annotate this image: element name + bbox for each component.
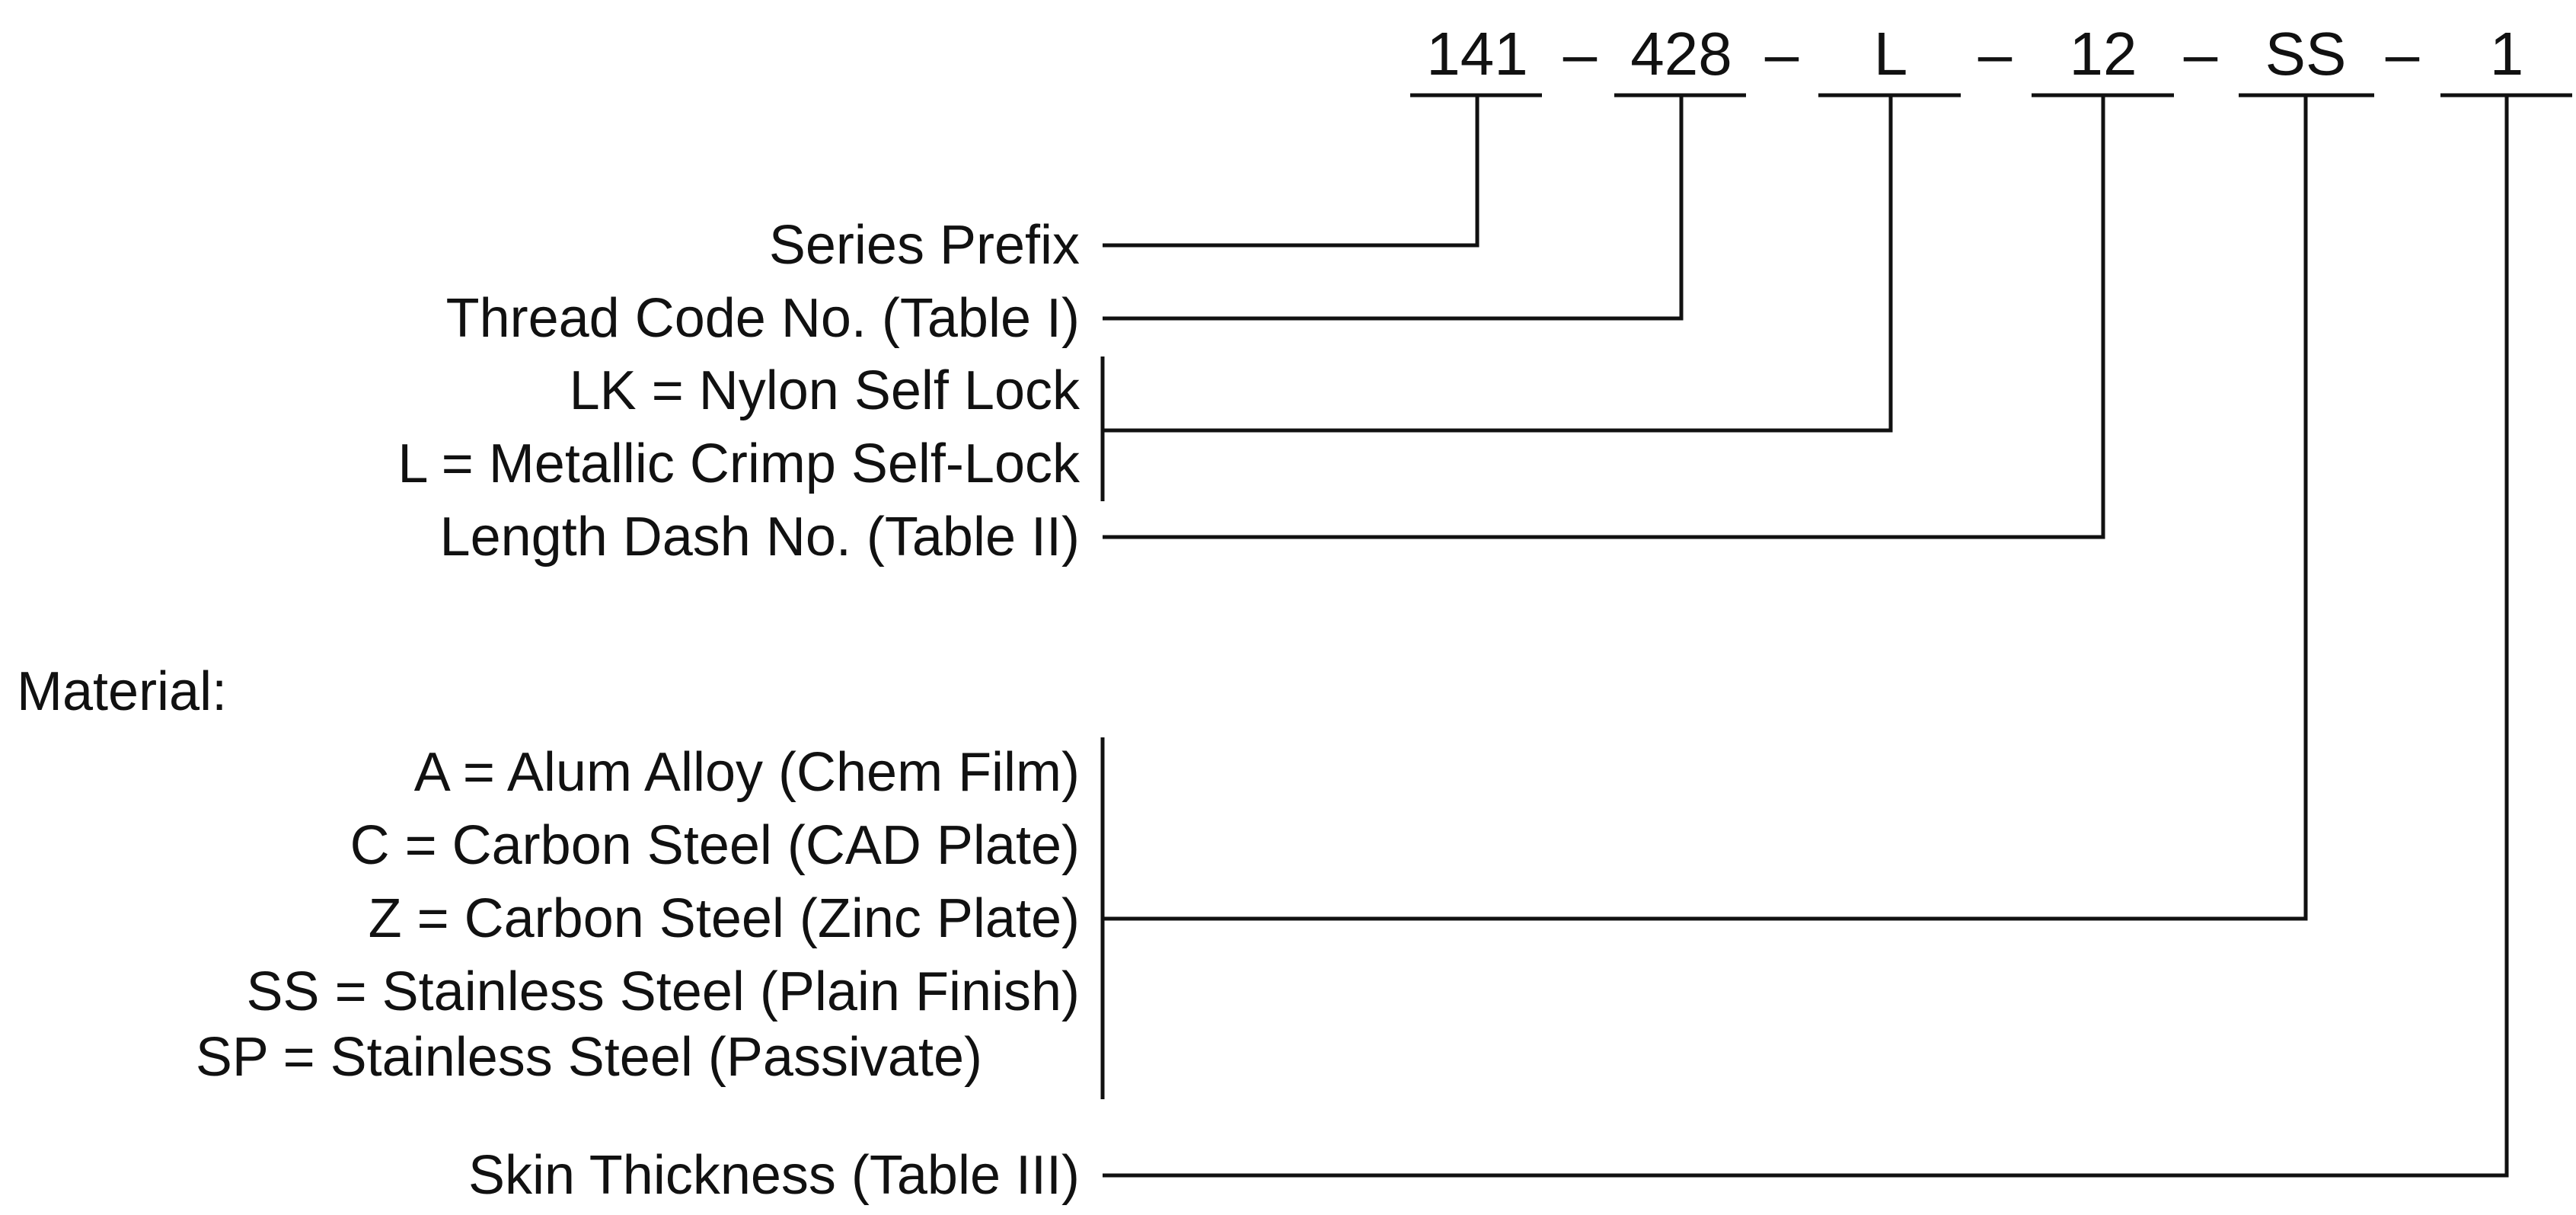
label-lock-option-l: L = Metallic Crimp Self-Lock (397, 433, 1081, 494)
label-lock-option-lk: LK = Nylon Self Lock (570, 360, 1081, 421)
code-segment-length: 12 (2070, 20, 2137, 88)
code-separator: – (2386, 20, 2420, 88)
label-material-c: C = Carbon Steel (CAD Plate) (350, 815, 1080, 876)
leader-length-dash (1103, 95, 2105, 539)
label-length-dash: Length Dash No. (Table II) (440, 507, 1080, 568)
label-material-sp: SP = Stainless Steel (Passivate) (196, 1027, 982, 1088)
leader-lock (1103, 95, 1893, 433)
callout-labels: Series Prefix Thread Code No. (Table I) … (17, 215, 1081, 1206)
code-segment-lock: L (1874, 20, 1908, 88)
label-material-z: Z = Carbon Steel (Zinc Plate) (369, 888, 1080, 949)
code-segment-thread: 428 (1630, 20, 1732, 88)
leader-thread-code (1103, 95, 1684, 321)
part-number-code: 141 – 428 – L – 12 – SS – 1 (1426, 20, 2523, 88)
code-segment-skin: 1 (2490, 20, 2524, 88)
code-separator: – (1978, 20, 2013, 88)
label-skin-thickness: Skin Thickness (Table III) (468, 1145, 1080, 1206)
code-separator: – (1765, 20, 1799, 88)
leader-material (1103, 95, 2308, 921)
label-thread-code: Thread Code No. (Table I) (446, 288, 1080, 349)
code-segment-material: SS (2265, 20, 2347, 88)
code-segment-series: 141 (1426, 20, 1527, 88)
leader-lines (1100, 95, 2509, 1178)
code-separator: – (2184, 20, 2218, 88)
label-material-heading: Material: (17, 661, 227, 722)
label-material-ss: SS = Stainless Steel (Plain Finish) (247, 961, 1080, 1022)
leader-series-prefix (1103, 95, 1480, 248)
code-separator: – (1563, 20, 1598, 88)
label-material-a: A = Alum Alloy (Chem Film) (414, 742, 1080, 803)
label-series-prefix: Series Prefix (769, 215, 1080, 276)
leader-skin-thickness (1103, 95, 2509, 1178)
